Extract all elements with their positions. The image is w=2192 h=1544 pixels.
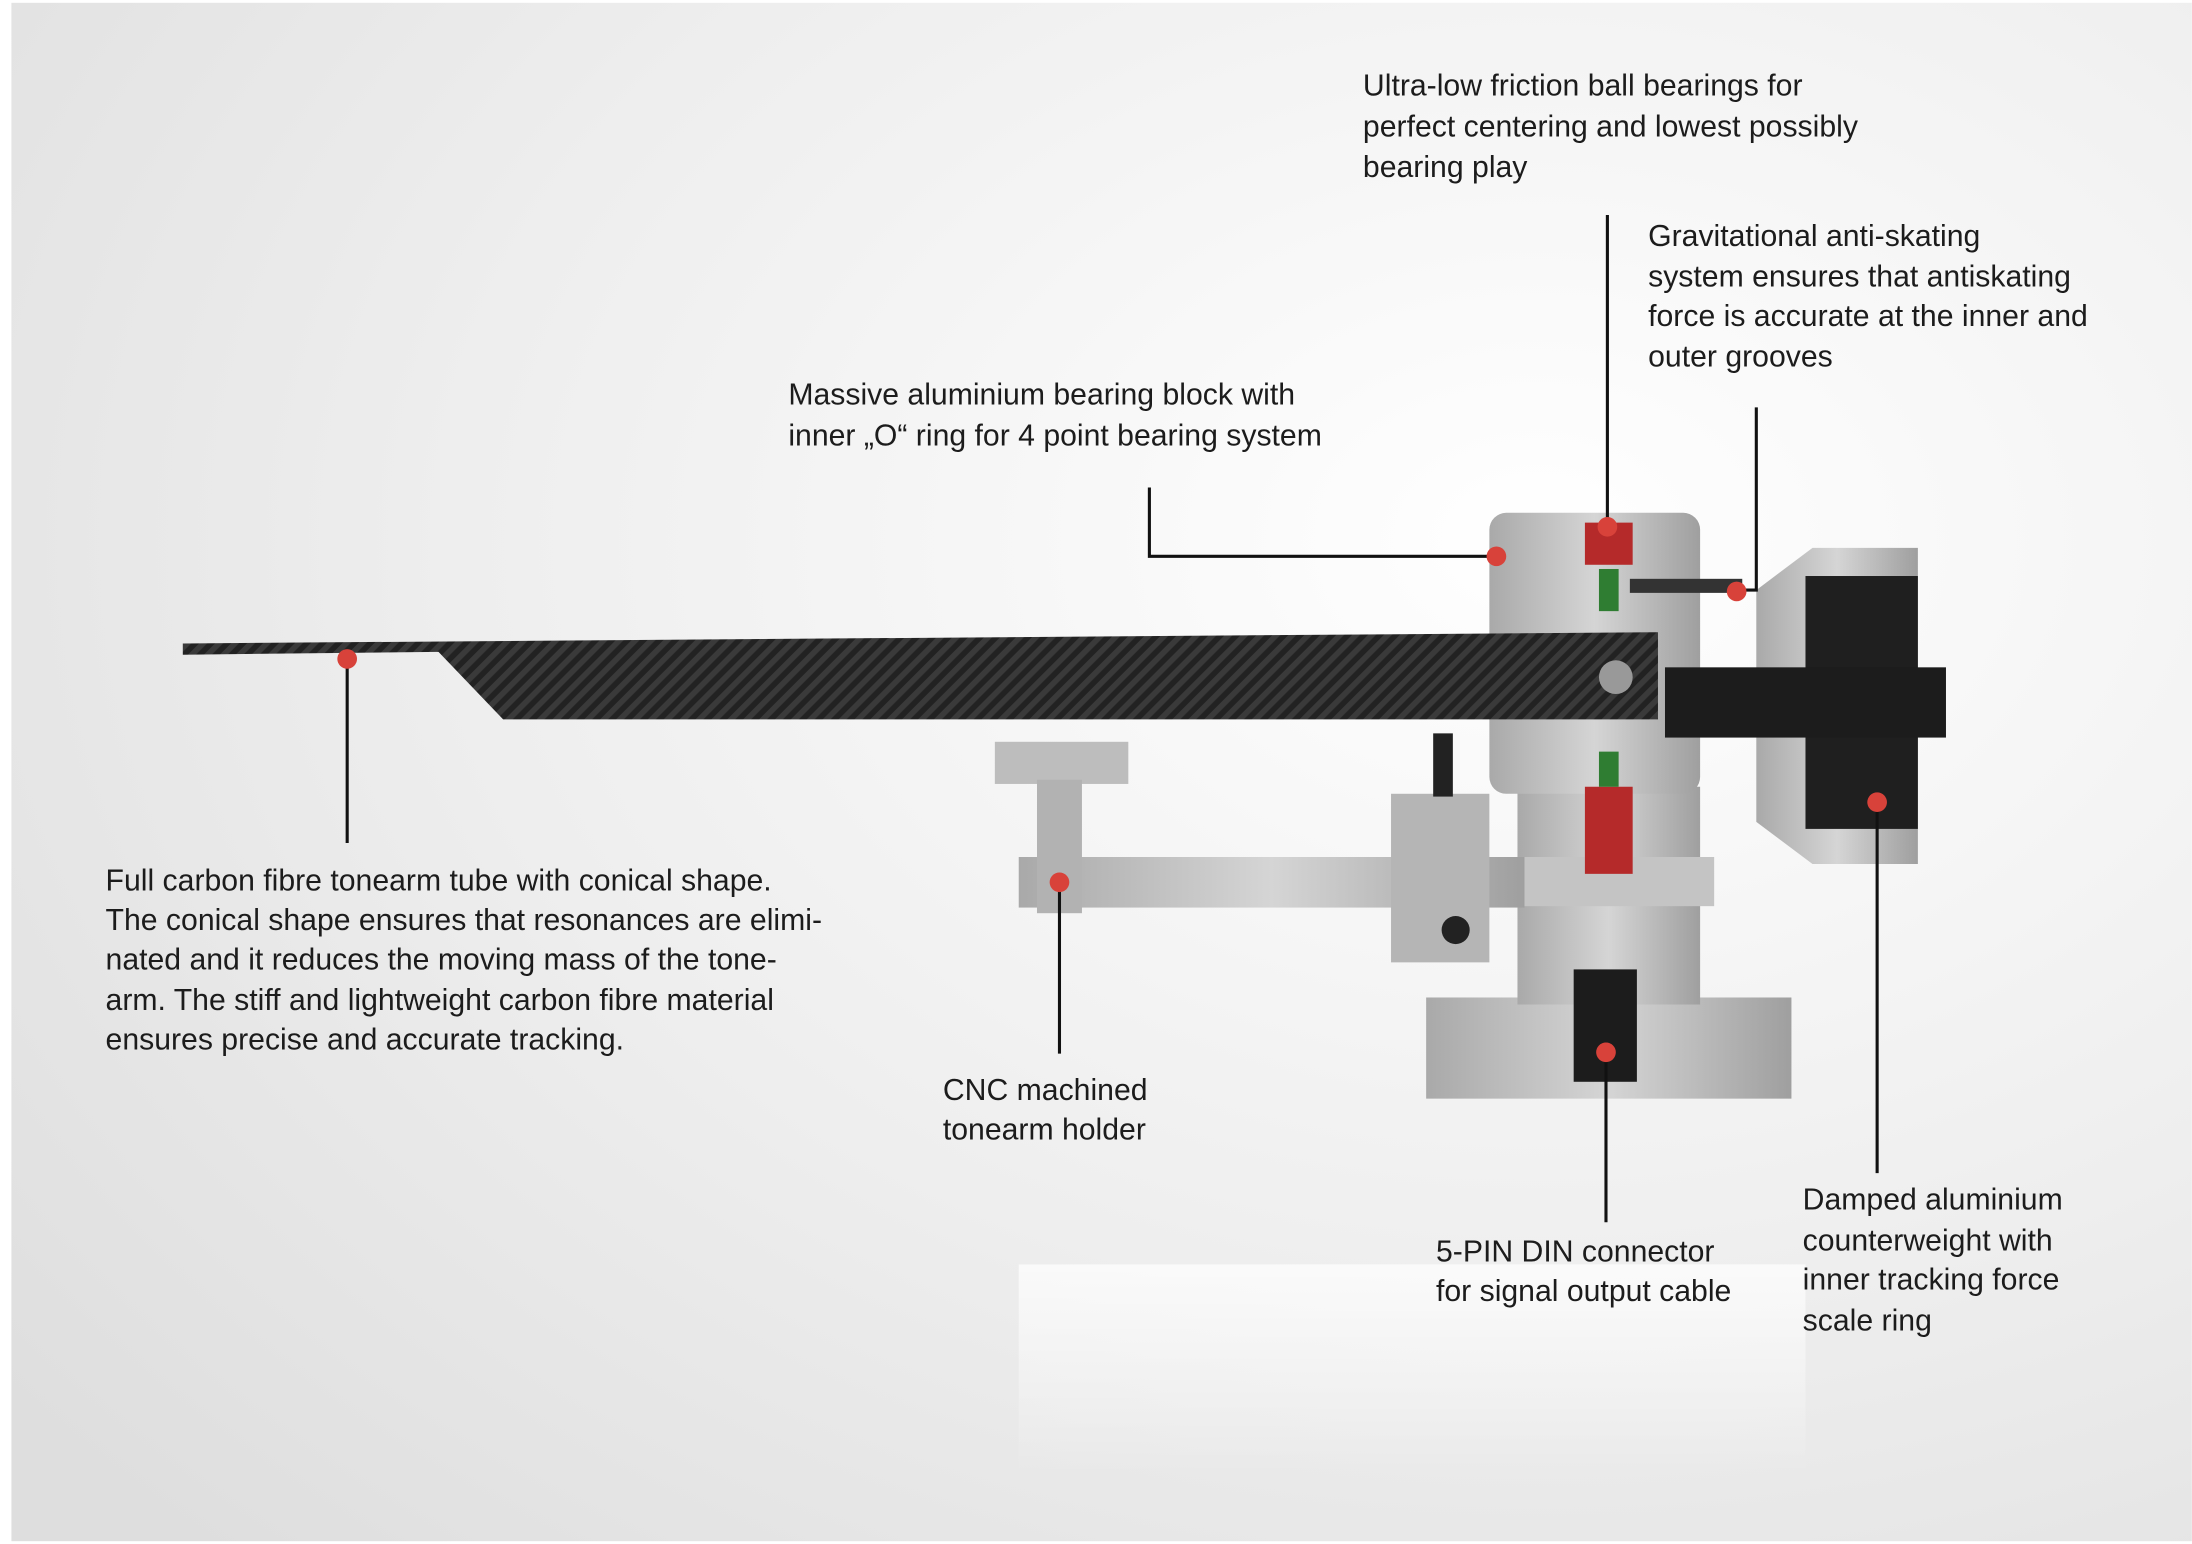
floor-reflection bbox=[1018, 1264, 1806, 1476]
antiskating-lever bbox=[1629, 578, 1743, 593]
callout-antiskating: Gravitational anti-skating system ensure… bbox=[1648, 220, 2096, 374]
callout-tube: Full carbon fibre tonearm tube with coni… bbox=[106, 865, 831, 1057]
marker-dots bbox=[337, 517, 1887, 1063]
carbon-tube bbox=[182, 632, 1658, 720]
callout-holder: CNC machined tonearm holder bbox=[943, 1074, 1156, 1146]
leader-lines bbox=[345, 214, 1879, 1223]
marker-counterweight bbox=[1867, 792, 1887, 813]
callout-bearing-block: Massive aluminium bearing block with inn… bbox=[788, 379, 1322, 453]
marker-bearings bbox=[1597, 517, 1618, 537]
marker-holder bbox=[1049, 872, 1070, 893]
tonearm-render bbox=[182, 512, 1946, 1099]
callout-din: 5-PIN DIN connector for signal output ca… bbox=[1436, 1236, 1731, 1308]
arm-rest-post bbox=[1391, 793, 1490, 963]
counterweight-shaft bbox=[1664, 667, 1946, 738]
lower-bearing bbox=[1584, 786, 1633, 874]
marker-bearing-block bbox=[1486, 546, 1507, 567]
tonearm-holder bbox=[994, 741, 1129, 784]
marker-antiskating bbox=[1726, 581, 1747, 602]
callout-bearings: Ultra-low friction ball bearings for per… bbox=[1363, 70, 1866, 184]
callout-counterweight: Damped aluminium counterweight with inne… bbox=[1803, 1184, 2071, 1338]
marker-din bbox=[1596, 1042, 1616, 1063]
marker-tube bbox=[337, 649, 358, 669]
